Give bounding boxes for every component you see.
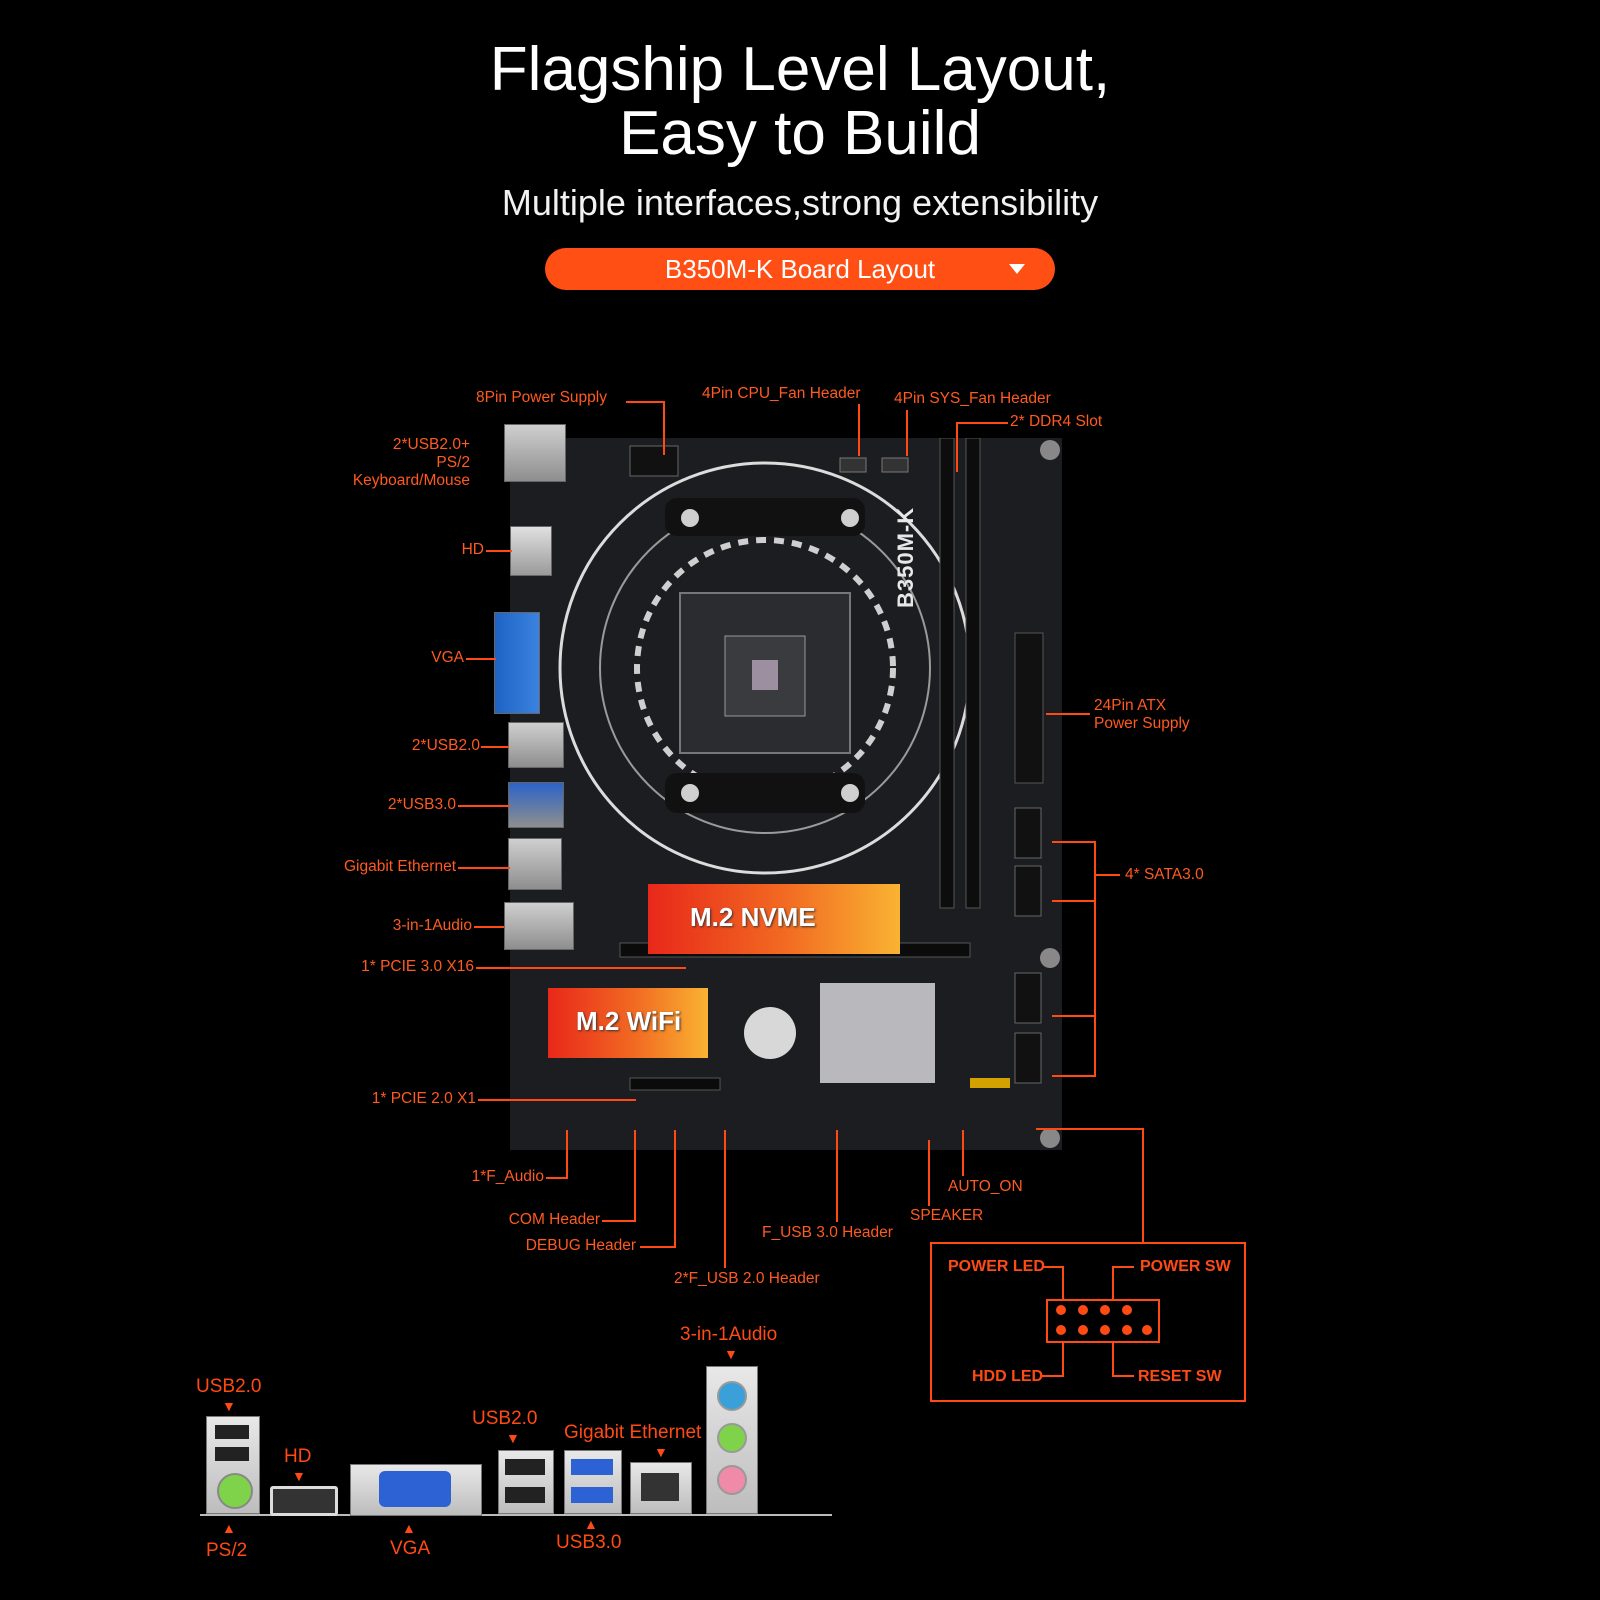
motherboard-image: B350M-K bbox=[510, 437, 1062, 1150]
callout-usb-ps2-line3: Keyboard/Mouse bbox=[352, 472, 470, 489]
usb30-port-stack bbox=[508, 782, 564, 828]
callout-auto-on: AUTO_ON bbox=[948, 1178, 1023, 1195]
page-title: Flagship Level Layout, Easy to Build bbox=[0, 38, 1600, 166]
io-label-usb20-right: USB2.0 bbox=[472, 1408, 538, 1429]
io-label-hd: HD bbox=[284, 1446, 312, 1467]
callout-f-usb3: F_USB 3.0 Header bbox=[762, 1224, 893, 1241]
arrow-down-icon: ▼ bbox=[292, 1468, 306, 1484]
fp-power-led: POWER LED bbox=[948, 1258, 1045, 1275]
fp-reset-sw: RESET SW bbox=[1138, 1368, 1222, 1385]
arrow-up-icon: ▲ bbox=[584, 1516, 598, 1532]
arrow-down-icon: ▼ bbox=[724, 1346, 738, 1362]
arrow-down-icon: ▼ bbox=[506, 1430, 520, 1446]
m2-nvme-slot: M.2 NVME bbox=[648, 884, 900, 954]
title-line-2: Easy to Build bbox=[619, 99, 981, 168]
caret-down-icon bbox=[1009, 264, 1025, 274]
callout-f-usb2: 2*F_USB 2.0 Header bbox=[674, 1270, 820, 1287]
io-vga-port bbox=[350, 1464, 482, 1516]
callout-ddr4: 2* DDR4 Slot bbox=[1010, 413, 1103, 430]
io-usb20-stack bbox=[498, 1450, 554, 1514]
callout-usb-ps2-line1: 2*USB2.0+ bbox=[392, 436, 470, 453]
vga-port bbox=[494, 612, 540, 714]
callout-usb20: 2*USB2.0 bbox=[411, 737, 480, 754]
io-label-usb20-left: USB2.0 bbox=[196, 1376, 262, 1397]
callout-sata: 4* SATA3.0 bbox=[1125, 866, 1204, 883]
title-line-1: Flagship Level Layout, bbox=[489, 35, 1111, 104]
arrow-up-icon: ▲ bbox=[222, 1520, 236, 1536]
callout-usb30: 2*USB3.0 bbox=[387, 796, 456, 813]
m2-wifi-label: M.2 WiFi bbox=[576, 1006, 682, 1036]
callout-sys-fan: 4Pin SYS_Fan Header bbox=[894, 390, 1051, 407]
board-model-silkscreen: B350M-K bbox=[893, 506, 918, 608]
arrow-down-icon: ▼ bbox=[654, 1444, 668, 1460]
callout-8pin-power: 8Pin Power Supply bbox=[476, 389, 607, 406]
callout-f-audio: 1*F_Audio bbox=[471, 1168, 544, 1185]
io-audio-stack bbox=[706, 1366, 758, 1514]
callout-hd: HD bbox=[461, 541, 484, 558]
arrow-down-icon: ▼ bbox=[222, 1398, 236, 1414]
callout-usb-ps2: 2*USB2.0+ PS/2 Keyboard/Mouse bbox=[300, 436, 470, 490]
usb-ps2-port-stack bbox=[504, 424, 566, 482]
callout-24pin: 24Pin ATX Power Supply bbox=[1094, 697, 1190, 733]
io-label-ps2: PS/2 bbox=[206, 1540, 248, 1561]
callout-speaker: SPEAKER bbox=[910, 1207, 984, 1224]
callout-cpu-fan: 4Pin CPU_Fan Header bbox=[702, 385, 861, 402]
io-usb30-stack bbox=[564, 1450, 622, 1514]
callout-debug: DEBUG Header bbox=[525, 1237, 636, 1254]
callout-com: COM Header bbox=[508, 1211, 600, 1228]
io-label-audio: 3-in-1Audio bbox=[680, 1324, 778, 1345]
audio-jack-stack bbox=[504, 902, 574, 950]
io-hdmi-port bbox=[270, 1486, 338, 1516]
io-label-usb30: USB3.0 bbox=[556, 1532, 622, 1553]
fp-pin-block bbox=[1046, 1299, 1160, 1343]
callout-24pin-line1: 24Pin ATX bbox=[1094, 697, 1167, 714]
callout-ethernet: Gigabit Ethernet bbox=[343, 858, 456, 875]
front-panel-header-diagram: POWER LED POWER SW HDD LED RESET SW bbox=[930, 1242, 1246, 1402]
callout-pcie16: 1* PCIE 3.0 X16 bbox=[361, 958, 474, 975]
fp-hdd-led: HDD LED bbox=[972, 1368, 1044, 1385]
callout-usb-ps2-line2: PS/2 bbox=[436, 454, 470, 471]
hdmi-port bbox=[510, 526, 552, 576]
arrow-up-icon: ▲ bbox=[402, 1520, 416, 1536]
callout-vga: VGA bbox=[431, 649, 464, 666]
m2-wifi-slot: M.2 WiFi bbox=[548, 988, 708, 1058]
board-layout-dropdown[interactable]: B350M-K Board Layout bbox=[545, 248, 1055, 290]
usb20-port-stack bbox=[508, 722, 564, 768]
io-usb-ps2-stack bbox=[206, 1416, 260, 1514]
dropdown-label: B350M-K Board Layout bbox=[664, 253, 936, 284]
m2-nvme-label: M.2 NVME bbox=[690, 902, 816, 932]
callout-pcie1: 1* PCIE 2.0 X1 bbox=[371, 1090, 476, 1107]
callout-audio: 3-in-1Audio bbox=[392, 917, 472, 934]
page-subtitle: Multiple interfaces,strong extensibility bbox=[501, 182, 1099, 223]
callout-24pin-line2: Power Supply bbox=[1094, 715, 1190, 732]
io-label-vga: VGA bbox=[390, 1538, 431, 1559]
io-baseline bbox=[200, 1514, 832, 1516]
io-ethernet-port bbox=[630, 1462, 692, 1514]
fp-power-sw: POWER SW bbox=[1140, 1258, 1231, 1275]
ethernet-port bbox=[508, 838, 562, 890]
io-label-ethernet: Gigabit Ethernet bbox=[564, 1422, 702, 1443]
